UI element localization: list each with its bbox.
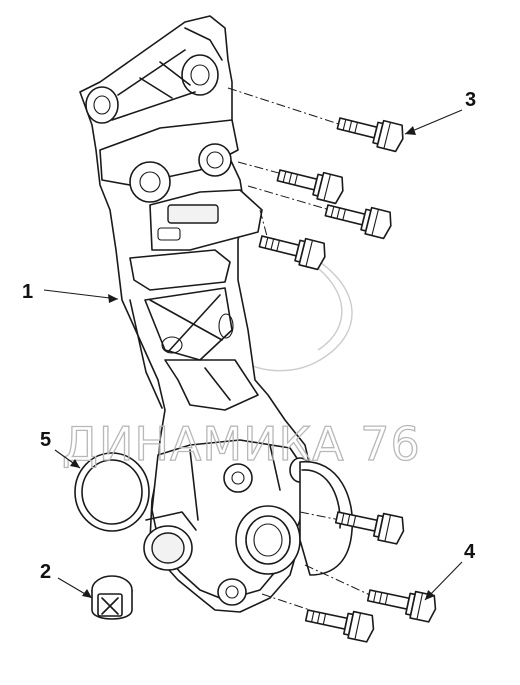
callout-4: 4 — [464, 541, 476, 563]
bolts-part-3 — [227, 87, 404, 271]
leader-3 — [404, 109, 463, 135]
leader-1 — [43, 289, 119, 300]
callout-1: 1 — [22, 281, 33, 303]
callout-2: 2 — [40, 561, 51, 583]
bolts-part-4 — [261, 511, 437, 643]
callout-3: 3 — [465, 89, 476, 111]
plug-part-2 — [91, 575, 133, 620]
callouts: 1 3 5 2 4 — [22, 89, 476, 601]
o-ring-part-5 — [74, 452, 150, 532]
watermark-text: ДИНАМИКА 76 — [62, 417, 421, 471]
watermark-swoosh — [229, 249, 353, 372]
callout-5: 5 — [40, 429, 51, 451]
bracket-part-1 — [79, 15, 313, 613]
